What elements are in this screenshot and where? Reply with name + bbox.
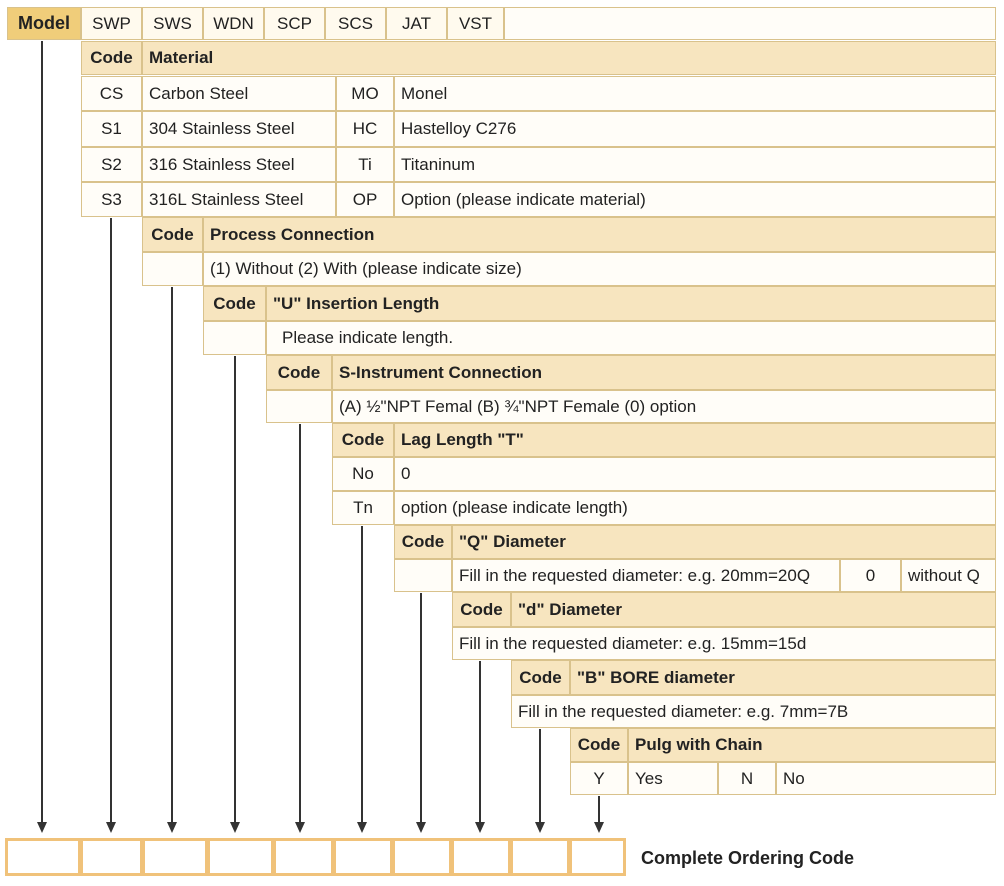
plug-value-no: No <box>776 762 996 795</box>
material-code: CS <box>81 76 142 111</box>
lag-code: No <box>332 457 394 491</box>
flow-line <box>539 729 541 822</box>
model-option-scp: SCP <box>264 7 325 40</box>
q-option-code: 0 <box>840 559 901 592</box>
ordering-code-box[interactable] <box>207 838 274 876</box>
complete-ordering-code-label: Complete Ordering Code <box>641 848 855 868</box>
material-code: HC <box>336 111 394 147</box>
plug-value-yes: Yes <box>628 762 718 795</box>
arrow-down-icon <box>594 822 604 833</box>
d-diameter-title: "d" Diameter <box>511 592 996 627</box>
b-diameter-text: Fill in the requested diameter: e.g. 7mm… <box>511 695 996 728</box>
instrument-connection-text: (A) ½"NPT Femal (B) ¾"NPT Female (0) opt… <box>332 390 996 423</box>
plug-title: Pulg with Chain <box>628 728 996 762</box>
ordering-code-box[interactable] <box>451 838 511 876</box>
lag-code-header: Code <box>332 423 394 457</box>
flow-line <box>361 526 363 822</box>
material-code: Ti <box>336 147 394 182</box>
ordering-code-box[interactable] <box>392 838 452 876</box>
arrow-down-icon <box>475 822 485 833</box>
flow-line <box>598 796 600 822</box>
material-code: S2 <box>81 147 142 182</box>
lag-length-title: Lag Length "T" <box>394 423 996 457</box>
arrow-down-icon <box>535 822 545 833</box>
model-option-wdn: WDN <box>203 7 264 40</box>
q-option-text: without Q <box>901 559 996 592</box>
flow-line <box>110 218 112 822</box>
material-name: Titaninum <box>394 147 996 182</box>
lag-code: Tn <box>332 491 394 525</box>
model-option-swp: SWP <box>81 7 142 40</box>
b-code-header: Code <box>511 660 570 695</box>
q-diameter-title: "Q" Diameter <box>452 525 996 559</box>
process-connection-text: (1) Without (2) With (please indicate si… <box>203 252 996 286</box>
ordering-code-box[interactable] <box>333 838 393 876</box>
arrow-down-icon <box>167 822 177 833</box>
process-connection-title: Process Connection <box>203 217 996 252</box>
ordering-code-box[interactable] <box>5 838 81 876</box>
material-name: Option (please indicate material) <box>394 182 996 217</box>
plug-code-header: Code <box>570 728 628 762</box>
flow-line <box>299 424 301 822</box>
model-option-scs: SCS <box>325 7 386 40</box>
model-option-sws: SWS <box>142 7 203 40</box>
plug-code-no: N <box>718 762 776 795</box>
material-name: Carbon Steel <box>142 76 336 111</box>
material-name: 316 Stainless Steel <box>142 147 336 182</box>
arrow-down-icon <box>357 822 367 833</box>
material-code: S1 <box>81 111 142 147</box>
d-code-header: Code <box>452 592 511 627</box>
b-diameter-title: "B" BORE diameter <box>570 660 996 695</box>
ordering-code-box[interactable] <box>80 838 143 876</box>
ordering-code-box[interactable] <box>569 838 626 876</box>
ordering-code-box[interactable] <box>510 838 570 876</box>
insertion-code-header: Code <box>203 286 266 321</box>
arrow-down-icon <box>295 822 305 833</box>
material-name: Monel <box>394 76 996 111</box>
material-name: 304 Stainless Steel <box>142 111 336 147</box>
lag-value: 0 <box>394 457 996 491</box>
instrument-connection-title: S-Instrument Connection <box>332 355 996 390</box>
material-title: Material <box>142 41 996 75</box>
q-diameter-text: Fill in the requested diameter: e.g. 20m… <box>452 559 840 592</box>
ordering-code-box[interactable] <box>142 838 208 876</box>
material-code-header: Code <box>81 41 142 75</box>
material-name: Hastelloy C276 <box>394 111 996 147</box>
flow-line <box>234 356 236 822</box>
insertion-length-text: Please indicate length. <box>266 321 996 355</box>
model-header: Model <box>7 7 81 40</box>
insertion-code-cell <box>203 321 266 355</box>
material-code: MO <box>336 76 394 111</box>
model-row-filler <box>504 7 996 40</box>
flow-line <box>479 661 481 822</box>
material-code: OP <box>336 182 394 217</box>
lag-value: option (please indicate length) <box>394 491 996 525</box>
q-code-header: Code <box>394 525 452 559</box>
instrument-code-header: Code <box>266 355 332 390</box>
flow-line <box>420 593 422 822</box>
arrow-down-icon <box>106 822 116 833</box>
material-code: S3 <box>81 182 142 217</box>
arrow-down-icon <box>230 822 240 833</box>
process-code-cell <box>142 252 203 286</box>
model-option-vst: VST <box>447 7 504 40</box>
flow-line <box>171 287 173 822</box>
arrow-down-icon <box>416 822 426 833</box>
q-code-cell <box>394 559 452 592</box>
model-option-jat: JAT <box>386 7 447 40</box>
insertion-length-title: "U" Insertion Length <box>266 286 996 321</box>
arrow-down-icon <box>37 822 47 833</box>
process-code-header: Code <box>142 217 203 252</box>
instrument-code-cell <box>266 390 332 423</box>
ordering-code-box[interactable] <box>273 838 334 876</box>
d-diameter-text: Fill in the requested diameter: e.g. 15m… <box>452 627 996 660</box>
plug-code-yes: Y <box>570 762 628 795</box>
material-name: 316L Stainless Steel <box>142 182 336 217</box>
flow-line <box>41 41 43 822</box>
